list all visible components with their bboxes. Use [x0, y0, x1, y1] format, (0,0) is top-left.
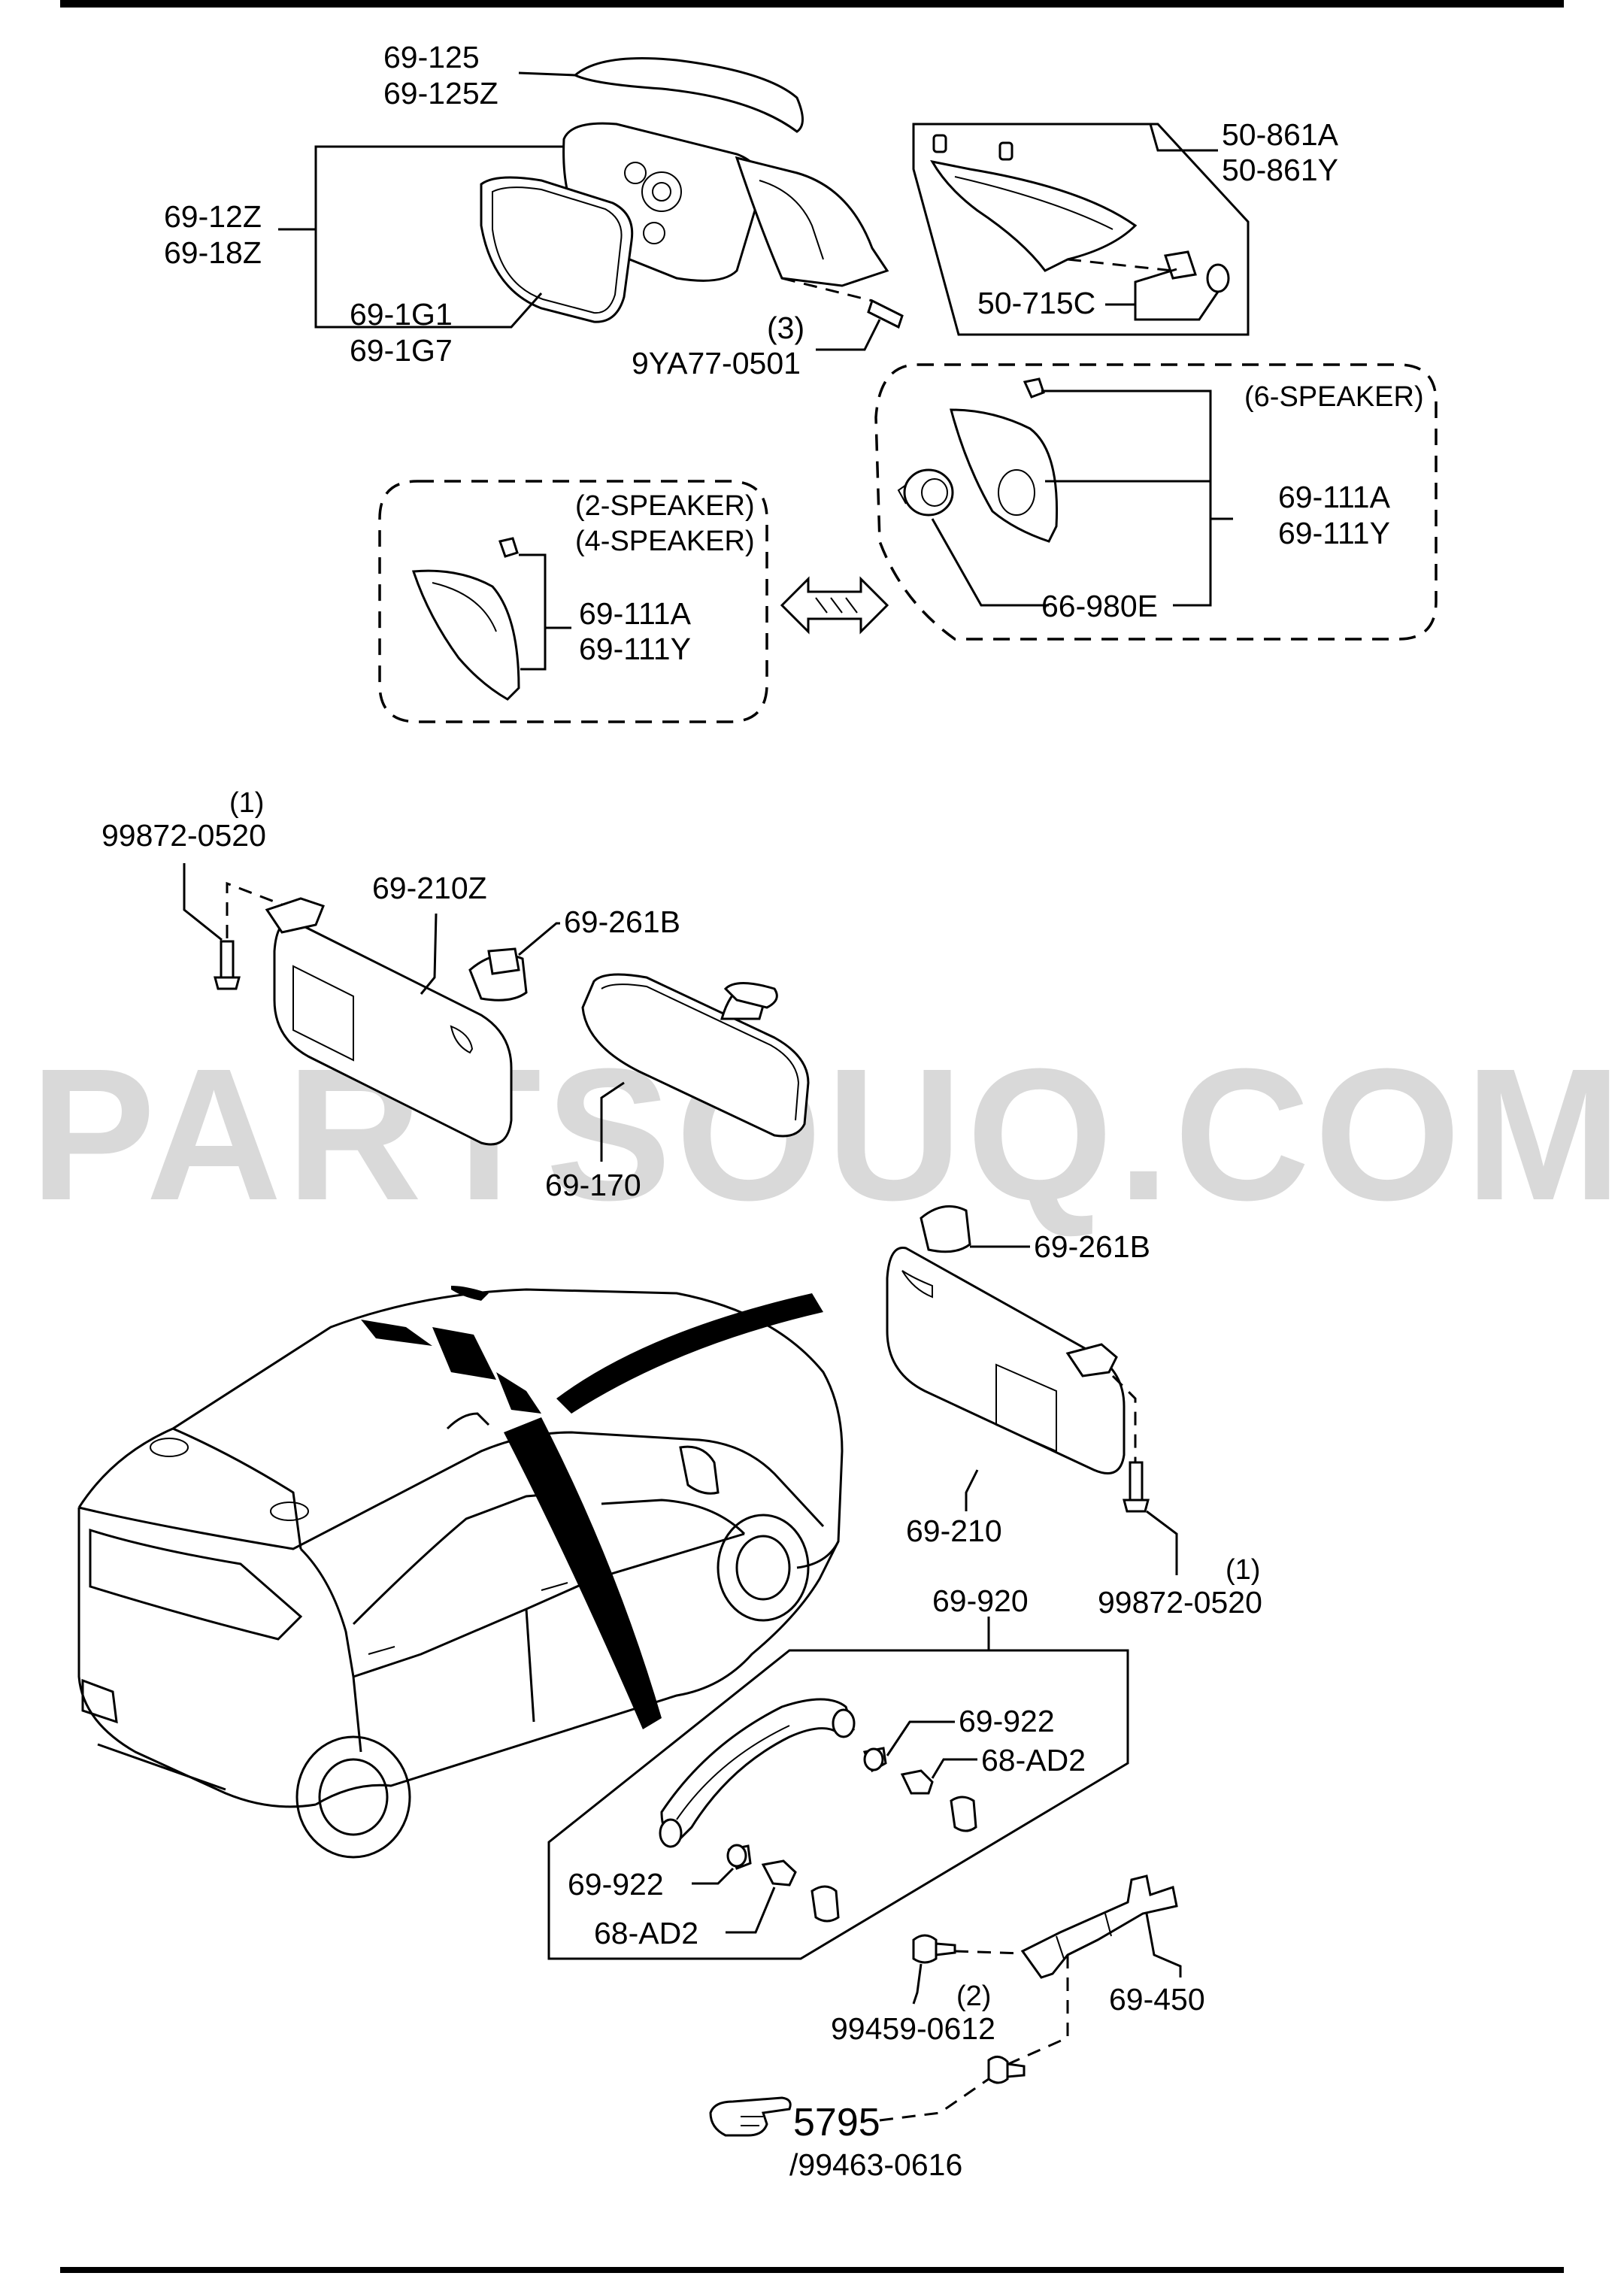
- label-66-980e: 66-980E: [1041, 589, 1158, 623]
- garnish-clip-b[interactable]: [998, 141, 1013, 161]
- rear-view-mirror[interactable]: [581, 973, 810, 1138]
- car-illustration: [77, 1286, 844, 1859]
- mirror-cover[interactable]: [573, 57, 804, 133]
- corner-garnish[interactable]: [411, 569, 520, 701]
- clip-50-715c[interactable]: [1164, 250, 1197, 280]
- label-68-ad2-b: 68-AD2: [594, 1916, 698, 1950]
- bottom-border: [60, 2267, 1564, 2273]
- label-6-speaker: (6-SPEAKER): [1244, 381, 1424, 413]
- label-69-125z: 69-125Z: [383, 76, 498, 111]
- label-69-125: 69-125: [383, 40, 480, 74]
- label-69-111y-left: 69-111Y: [579, 632, 691, 666]
- label-4-speaker: (4-SPEAKER): [575, 526, 755, 557]
- label-69-261b-b: 69-261B: [1034, 1229, 1150, 1264]
- mirror-base[interactable]: [735, 156, 889, 287]
- screw-right[interactable]: [1129, 1461, 1144, 1502]
- cap-upper[interactable]: [950, 1796, 977, 1832]
- visor-holder-right[interactable]: [920, 1205, 971, 1253]
- bolt-99459-0612[interactable]: [912, 1934, 938, 1964]
- label-99459-0612: 99459-0612: [831, 2011, 995, 2046]
- callout-wedge-side: [504, 1417, 662, 1729]
- screw-left[interactable]: [220, 940, 235, 979]
- six-speaker-box: [874, 363, 1438, 641]
- label-69-111a-left: 69-111A: [579, 596, 692, 631]
- bracket-69-450[interactable]: [1020, 1874, 1178, 1979]
- label-69-111y-right: 69-111Y: [1278, 516, 1390, 550]
- visor-bracket-right[interactable]: [1065, 1343, 1118, 1377]
- label-99463-0616: /99463-0616: [789, 2147, 962, 2182]
- trim-box-50-861: [912, 123, 1250, 336]
- label-69-12z: 69-12Z: [164, 199, 262, 234]
- label-69-210: 69-210: [906, 1514, 1002, 1548]
- label-69-18z: 69-18Z: [164, 235, 262, 270]
- label-5795: 5795: [793, 2101, 880, 2144]
- label-69-1g1: 69-1G1: [350, 297, 453, 332]
- label-69-261b-a: 69-261B: [564, 905, 680, 939]
- label-69-170: 69-170: [545, 1168, 641, 1202]
- label-qty-2: (2): [956, 1980, 991, 2012]
- two-four-speaker-box: [378, 480, 768, 723]
- tweeter-66-980e[interactable]: [903, 468, 954, 517]
- top-border: [60, 0, 1564, 8]
- tweeter-clip[interactable]: [1023, 377, 1045, 399]
- label-69-922-a: 69-922: [959, 1704, 1055, 1738]
- label-qty-3: (3): [767, 311, 804, 345]
- visor-bracket-left[interactable]: [265, 897, 325, 934]
- vanity-mirror-right: [995, 1363, 1057, 1453]
- reference-5795[interactable]: 5795: [709, 2077, 989, 2144]
- cap-lower[interactable]: [810, 1885, 840, 1923]
- label-9ya77-0501: 9YA77-0501: [632, 346, 801, 380]
- sun-visor-right-group: [886, 1205, 1178, 1575]
- label-69-111a-right: 69-111A: [1278, 480, 1391, 514]
- label-50-861y: 50-861Y: [1222, 153, 1338, 187]
- label-68-ad2-a: 68-AD2: [981, 1743, 1086, 1777]
- corner-garnish-clip[interactable]: [498, 537, 519, 558]
- label-69-922-b: 69-922: [568, 1867, 664, 1902]
- mirror-bolt[interactable]: [867, 299, 904, 329]
- label-99872-0520-b: 99872-0520: [1098, 1585, 1262, 1620]
- label-qty-1-a: (1): [229, 787, 264, 819]
- label-50-861a: 50-861A: [1222, 117, 1339, 152]
- label-2-speaker: (2-SPEAKER): [575, 490, 755, 522]
- clip-washer[interactable]: [1206, 263, 1230, 293]
- label-99872-0520-a: 99872-0520: [102, 818, 266, 853]
- bolt-99463-0616[interactable]: [987, 2056, 1009, 2084]
- door-mirror-group: [278, 57, 904, 351]
- vanity-mirror-left: [292, 965, 354, 1062]
- sun-visor-left-group: [183, 863, 513, 1146]
- clip-68-ad2-upper[interactable]: [900, 1769, 934, 1795]
- alternative-arrow: [780, 576, 889, 635]
- callout-wedge-top: [556, 1293, 823, 1414]
- label-qty-1-b: (1): [1226, 1554, 1260, 1586]
- sun-visor-69-210z[interactable]: [273, 920, 513, 1146]
- label-69-920: 69-920: [932, 1583, 1029, 1618]
- label-50-715c: 50-715C: [977, 286, 1095, 320]
- watermark: PARTSOUQ.COM: [30, 1029, 1624, 1239]
- clip-68-ad2-lower[interactable]: [761, 1859, 797, 1887]
- label-69-210z: 69-210Z: [372, 871, 487, 905]
- assist-grip-box: [547, 1617, 1129, 1960]
- inner-garnish[interactable]: [930, 159, 1138, 272]
- visor-holder-left[interactable]: [468, 922, 560, 1002]
- garnish-clip-a[interactable]: [932, 134, 947, 153]
- label-69-450: 69-450: [1109, 1982, 1205, 2017]
- assist-grip-handle[interactable]: [660, 1698, 855, 1840]
- bracket-group: [912, 1874, 1182, 2084]
- label-69-1g7: 69-1G7: [350, 333, 453, 368]
